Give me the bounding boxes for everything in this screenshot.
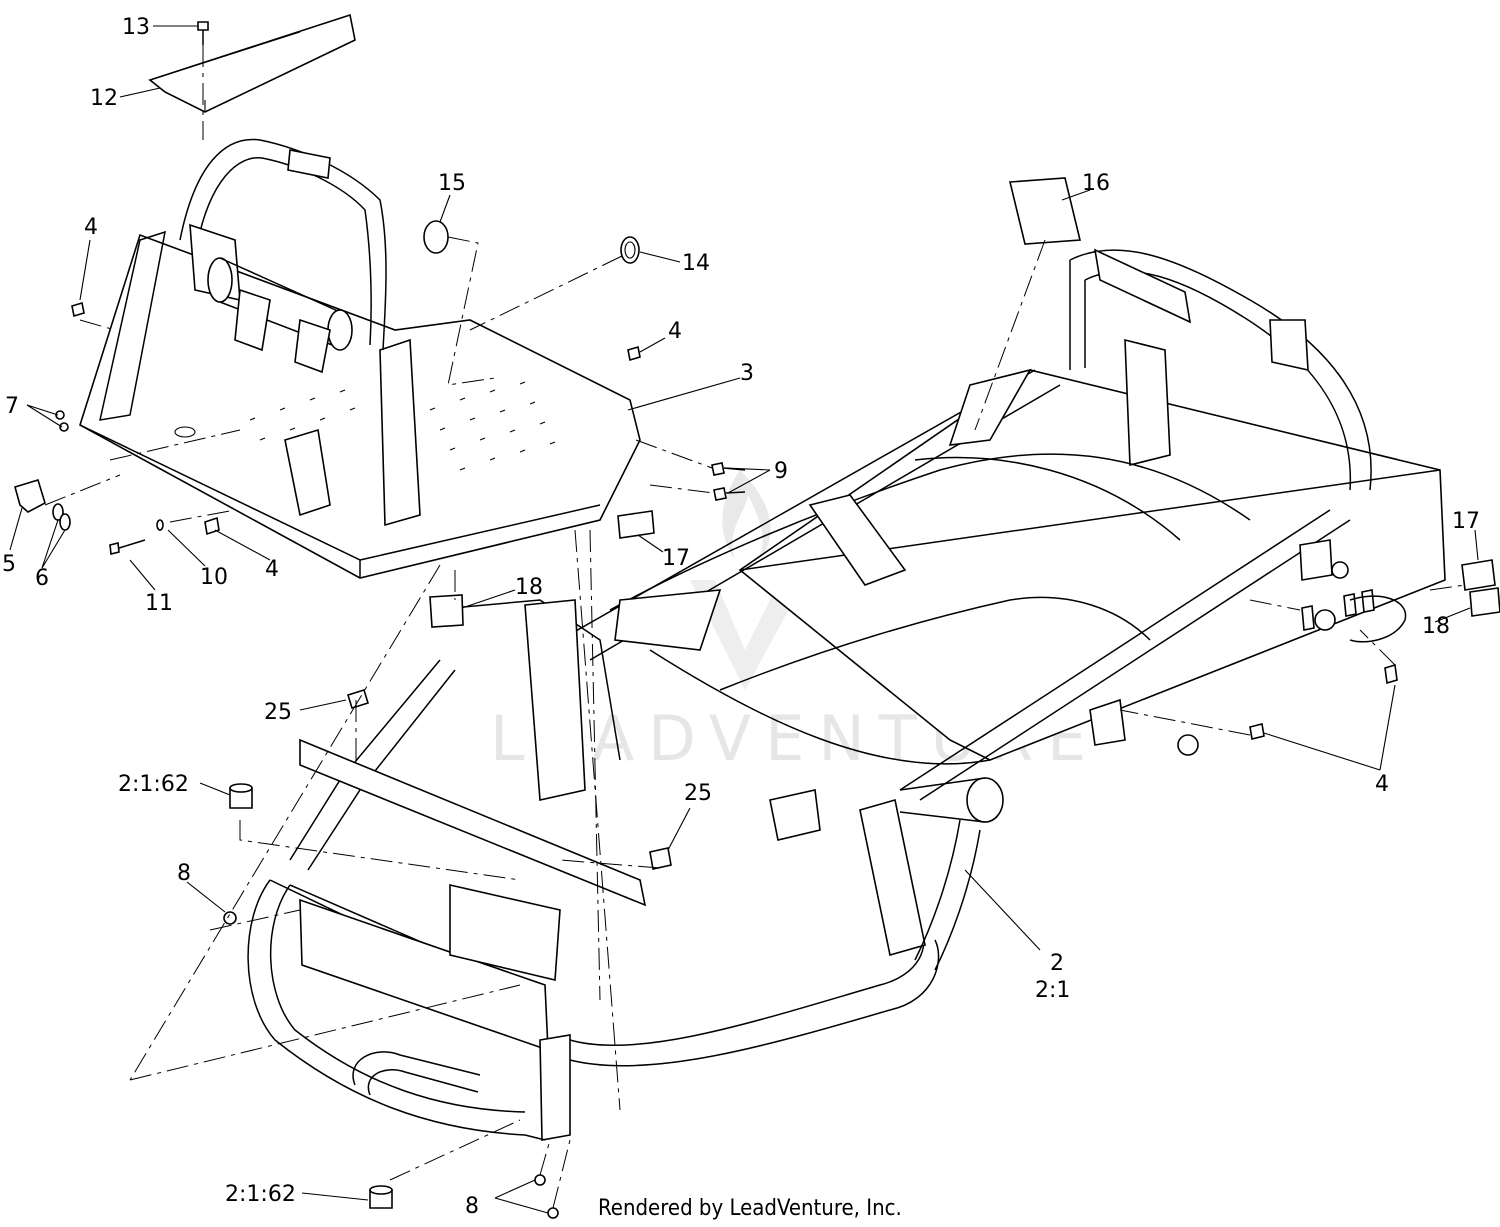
part-25-clip-b xyxy=(649,847,672,870)
label-15: 15 xyxy=(438,171,466,196)
part-17-decal-b xyxy=(1461,559,1496,591)
part-18-decal-b xyxy=(1469,587,1500,617)
part-2-1-62-bushing-b xyxy=(369,1185,393,1209)
label-2-1: 2:1 xyxy=(1035,978,1070,1003)
leader-lines xyxy=(9,25,1479,1214)
label-10: 10 xyxy=(200,565,228,590)
label-11: 11 xyxy=(145,591,173,616)
part-15-cap xyxy=(423,220,449,254)
label-3: 3 xyxy=(740,361,754,386)
part-8-nut-a xyxy=(223,911,237,925)
label-7: 7 xyxy=(5,394,19,419)
main-frame xyxy=(247,248,1446,1141)
label-4-a: 4 xyxy=(84,215,98,240)
label-16: 16 xyxy=(1082,171,1110,196)
part-4-nut-b xyxy=(627,345,641,362)
label-2: 2 xyxy=(1050,951,1064,976)
part-17-decal-a xyxy=(617,510,655,539)
label-14: 14 xyxy=(682,251,710,276)
label-13: 13 xyxy=(122,15,150,40)
part-4-nut-e xyxy=(1249,723,1265,740)
part-16-decal xyxy=(1009,177,1081,245)
label-25-a: 25 xyxy=(264,700,292,725)
label-17-a: 17 xyxy=(662,546,690,571)
part-14-grommet xyxy=(620,236,640,264)
footer-credit: Rendered by LeadVenture, Inc. xyxy=(598,1196,902,1221)
assembly-center-lines xyxy=(44,45,1466,1209)
cover-plate-12 xyxy=(148,13,356,113)
label-12: 12 xyxy=(90,86,118,111)
part-5-bracket xyxy=(14,479,46,513)
label-8-a: 8 xyxy=(177,861,191,886)
part-4-nut-d xyxy=(1384,663,1398,685)
part-13-bolt xyxy=(197,21,209,45)
label-25-b: 25 xyxy=(684,781,712,806)
label-2-1-62-a: 2:1:62 xyxy=(118,772,189,797)
label-17-b: 17 xyxy=(1452,509,1480,534)
part-6-pins xyxy=(52,503,71,531)
part-4-nut-a xyxy=(71,301,85,318)
label-5: 5 xyxy=(2,552,16,577)
part-18-decal-a xyxy=(429,594,464,628)
watermark-v-icon xyxy=(690,580,805,690)
part-2-1-62-bushing-a xyxy=(229,783,253,809)
watermark-flame-icon xyxy=(722,470,771,565)
part-7-nut-a xyxy=(55,410,65,420)
part-10-washer xyxy=(156,519,164,531)
callout-labels: 13 12 15 16 14 4 4 3 7 9 5 6 10 4 11 17 … xyxy=(2,15,1480,1219)
label-6: 6 xyxy=(35,566,49,591)
label-9: 9 xyxy=(774,459,788,484)
label-4-c: 4 xyxy=(265,557,279,582)
label-8-b: 8 xyxy=(465,1194,479,1219)
seat-pan-assembly xyxy=(79,138,641,579)
part-25-clip-a xyxy=(347,688,369,710)
part-8-nut-b xyxy=(534,1174,546,1186)
label-4-d: 4 xyxy=(1375,772,1389,797)
label-18-a: 18 xyxy=(515,575,543,600)
label-2-1-62-b: 2:1:62 xyxy=(225,1182,296,1207)
label-18-b: 18 xyxy=(1422,614,1450,639)
part-11-bolt xyxy=(109,539,146,555)
label-4-b: 4 xyxy=(668,319,682,344)
part-7-nut-b xyxy=(59,422,69,432)
part-8-nut-c xyxy=(547,1207,559,1219)
